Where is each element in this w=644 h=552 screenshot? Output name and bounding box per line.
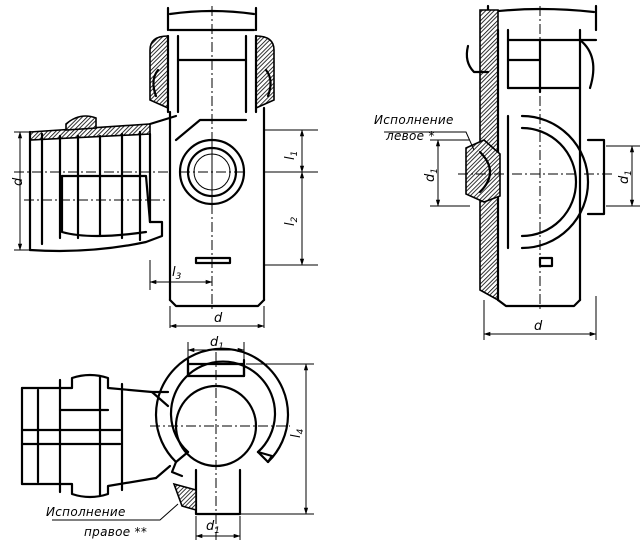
dim-l2: l2 [283,216,300,226]
front-view: d l1 l2 l3 d [11,6,318,329]
plan-view: d1 l4 d1 Исполнение правое ** [20,335,314,540]
dim-d-bottom: d [214,311,223,326]
dim-l1: l1 [283,151,300,160]
plan-dim-l4: l4 [289,428,306,438]
side-dim-d1-left: d1 [423,168,440,182]
side-note-line1: Исполнение [374,113,454,127]
plan-dim-d1-bottom: d1 [206,519,220,536]
dim-l3: l3 [172,265,182,282]
side-view: Исполнение левое * d1 d1 d [374,4,640,340]
side-dim-d1-right: d1 [617,170,634,184]
plan-note-line1: Исполнение [46,505,126,519]
side-note-line2: левое * [385,129,435,143]
side-dim-d: d [534,319,543,334]
plan-dim-d1-top: d1 [210,335,224,352]
dim-d-left: d [11,177,26,186]
plan-note-line2: правое ** [84,525,147,539]
